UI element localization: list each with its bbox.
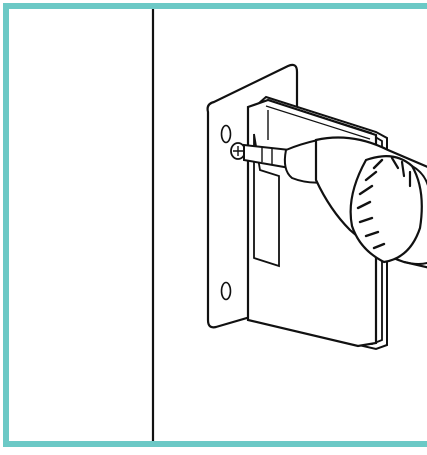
mounting-hole-bottom: [220, 281, 232, 301]
power-screwdriver: [283, 136, 427, 269]
mounting-hole-top: [220, 124, 232, 144]
screw-head: [230, 142, 246, 160]
